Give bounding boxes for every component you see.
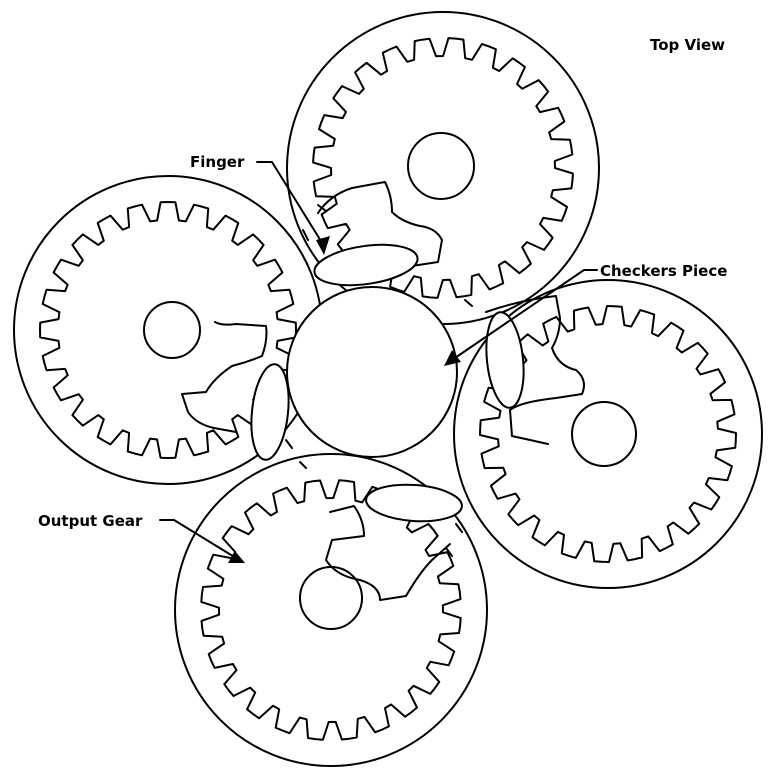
- finger-bottom: [365, 483, 463, 523]
- gear-bottom: [174, 453, 488, 767]
- finger-arrowhead: [316, 236, 330, 255]
- gear-left: [13, 175, 323, 485]
- center-assembly: [250, 243, 525, 523]
- mechanism-parts: [181, 181, 585, 601]
- finger-label: Finger: [190, 153, 245, 171]
- labels: Top View Finger Checkers Piece Output Ge…: [38, 36, 727, 563]
- checkers-piece-leader-line: [451, 269, 598, 361]
- gears: [13, 11, 763, 767]
- finger-top: [313, 243, 419, 287]
- finger-right: [485, 311, 525, 409]
- output-gear-leader-line: [159, 519, 237, 559]
- output-gear-label: Output Gear: [38, 512, 143, 530]
- finger-left: [250, 363, 290, 461]
- checkers-piece: [286, 286, 458, 458]
- output-gear-arrowhead: [228, 551, 245, 563]
- crank-link-right: [485, 295, 585, 445]
- checkers-piece-arrowhead: [444, 350, 461, 366]
- gear-right: [453, 279, 763, 589]
- gear-bottom-hub: [299, 566, 363, 630]
- gear-top-hub: [407, 132, 475, 200]
- gear-right-hub: [571, 401, 637, 467]
- gear-left-hub: [143, 301, 201, 359]
- top-view-label: Top View: [650, 36, 725, 54]
- crank-link-left: [181, 321, 268, 433]
- checkers-piece-label: Checkers Piece: [600, 262, 727, 280]
- finger-leader-line: [256, 161, 325, 247]
- crank-link-bottom: [325, 505, 451, 601]
